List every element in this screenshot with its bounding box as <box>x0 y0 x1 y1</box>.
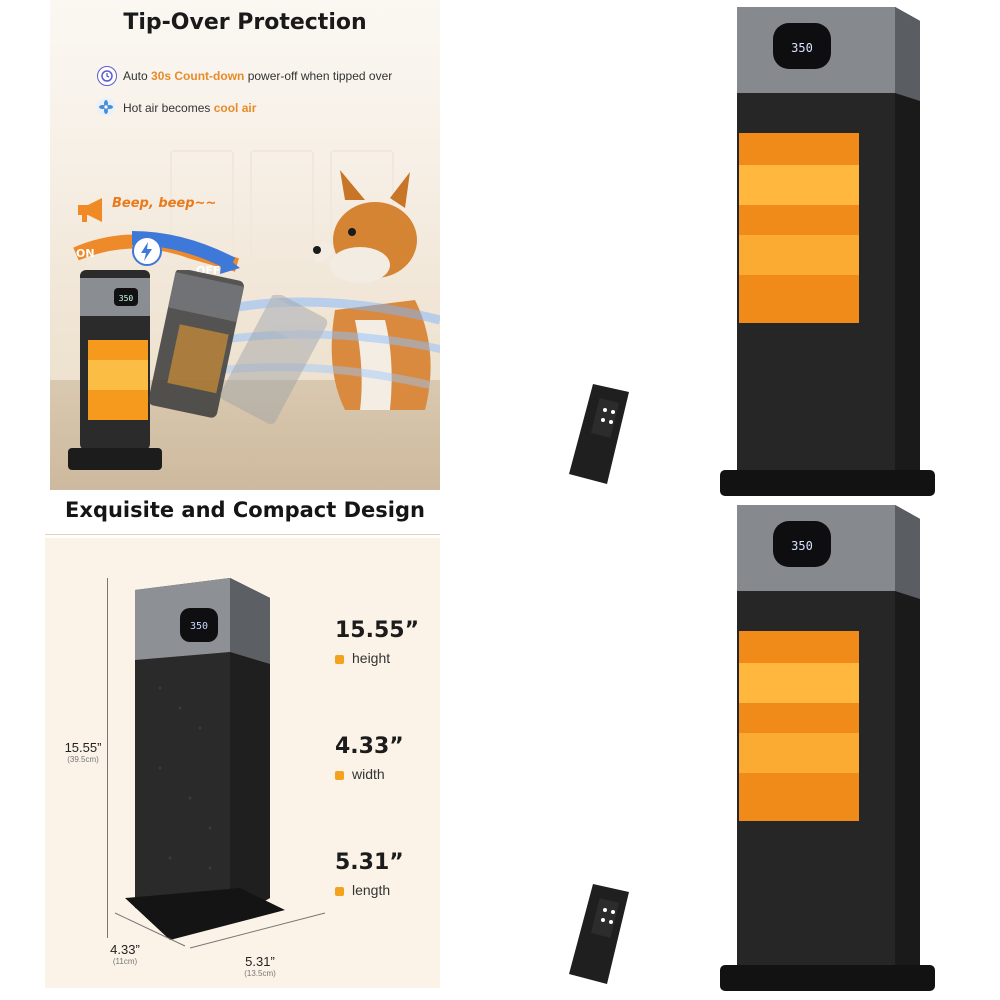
length-value: 5.31” <box>335 850 404 875</box>
fan-icon <box>97 98 115 116</box>
on-label: ON <box>76 247 95 260</box>
feature-suffix: power-off when tipped over <box>247 69 393 83</box>
base-width-label: 4.33” (11cm) <box>95 942 155 966</box>
base-width-value: 4.33” <box>110 942 140 957</box>
heater-tipped-image <box>220 295 328 425</box>
height-dimension-line <box>107 578 108 938</box>
display-text: 350 <box>190 621 208 632</box>
base-length-value: 5.31” <box>245 954 275 969</box>
bullet-icon <box>335 770 344 780</box>
compact-panel: 15.55” (39.5cm) 350 4.33” (11cm) 5.31” (… <box>45 538 440 988</box>
cool-air-streaks <box>220 297 440 389</box>
power-cut-icon <box>132 236 162 266</box>
bullet-icon <box>335 886 344 896</box>
feature-cool-air: Hot air becomes cool air <box>123 101 256 115</box>
width-value: 4.33” <box>335 734 404 759</box>
wall-panel <box>170 150 234 264</box>
remote-control-image-1 <box>569 384 629 484</box>
tip-over-title: Tip-Over Protection <box>123 10 367 35</box>
display-text: 350 <box>791 539 813 553</box>
heater-product-image: 350 <box>125 578 285 940</box>
heater-tilting-image <box>148 270 245 418</box>
feature-prefix: Hot air becomes <box>123 101 211 115</box>
base-dimension-lines <box>114 912 326 949</box>
display-text: 350 <box>791 41 813 55</box>
beep-text: Beep, beep~~ <box>112 196 217 211</box>
heater-front-image-2: 350 <box>720 505 935 991</box>
length-label: length <box>335 882 390 898</box>
height-label: height <box>335 650 390 666</box>
feature-highlight: 30s Count-down <box>151 69 245 83</box>
side-height-metric: (39.5cm) <box>67 755 99 764</box>
wall-panel <box>250 150 314 264</box>
timer-icon <box>97 66 117 86</box>
base-length-metric: (13.5cm) <box>244 969 276 978</box>
tip-over-panel: Tip-Over Protection Auto 30s Count-down … <box>50 0 440 490</box>
base-width-metric: (11cm) <box>112 957 138 966</box>
megaphone-icon <box>78 198 102 222</box>
feature-highlight: cool air <box>213 101 257 115</box>
base-length-label: 5.31” (13.5cm) <box>225 954 295 978</box>
bullet-icon <box>335 654 344 664</box>
display-text: 350 <box>119 294 134 303</box>
heater-upright-image: 350 <box>68 270 162 470</box>
divider <box>45 534 440 535</box>
compact-title: Exquisite and Compact Design <box>65 498 425 522</box>
height-value: 15.55” <box>335 618 420 643</box>
feature-prefix: Auto <box>123 69 148 83</box>
width-label: width <box>335 766 385 782</box>
side-height-label: 15.55” (39.5cm) <box>53 740 113 764</box>
heater-front-image-1: 350 <box>720 7 935 496</box>
remote-control-image-2 <box>569 884 629 984</box>
side-height-value: 15.55” <box>64 740 102 755</box>
feature-countdown: Auto 30s Count-down power-off when tippe… <box>123 69 392 83</box>
